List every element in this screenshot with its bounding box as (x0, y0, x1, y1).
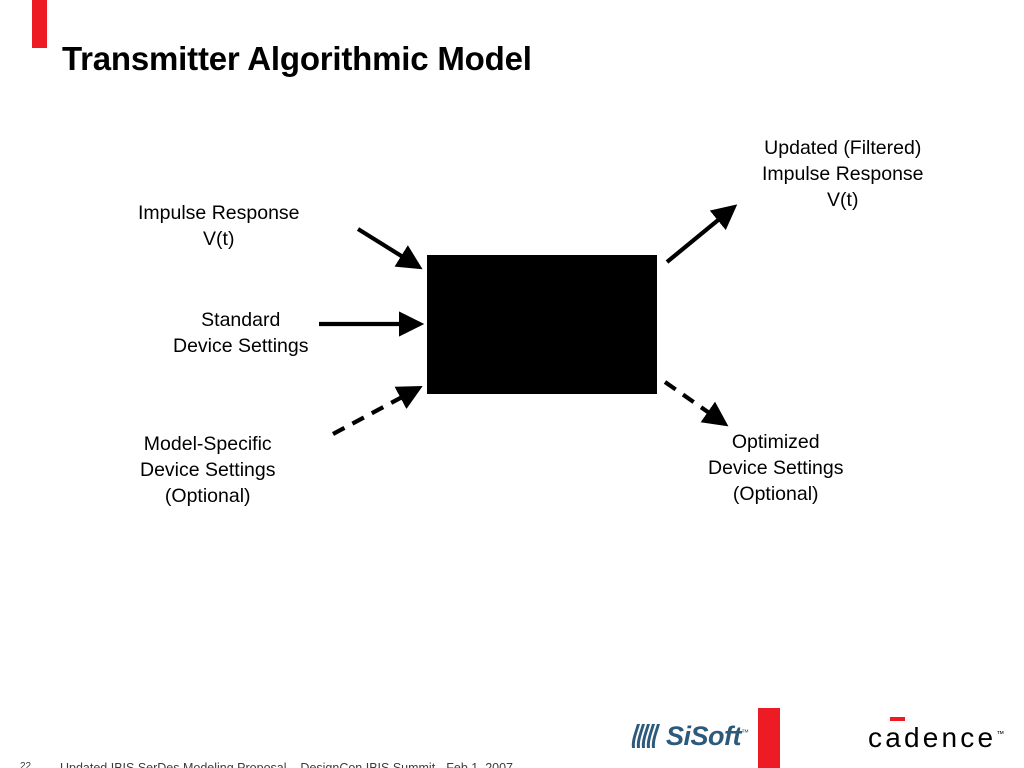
cadence-wordmark-text: cadence (868, 722, 997, 753)
sisoft-trademark-icon: ™ (741, 727, 749, 737)
footer-page-number: 22 (20, 761, 32, 768)
sisoft-wordmark: SiSoft™ (666, 721, 749, 752)
arrow-updated-impulse-response-out (665, 204, 738, 264)
label-line: Device Settings (173, 334, 309, 357)
label-line: Impulse Response (762, 162, 924, 185)
label-line: Device Settings (708, 456, 844, 479)
arrow-optimized-settings-out (663, 380, 729, 427)
label-line: (Optional) (164, 484, 251, 507)
label-line: V(t) (203, 227, 235, 250)
label-line: Impulse Response (138, 202, 300, 224)
sisoft-wave-mark-icon (631, 724, 660, 748)
arrow-impulse-response-in (356, 227, 423, 270)
arrow-model-specific-settings-in (332, 386, 423, 436)
title-accent-bar (32, 0, 47, 48)
cadence-wordmark: cadence™ (868, 717, 1005, 753)
page-title: Transmitter Algorithmic Model (62, 40, 532, 77)
label-model-specific-device-settings: Model-Specific Device Settings (Optional… (140, 432, 275, 510)
footer-text: Updated IBIS SerDes Modeling Proposal – … (60, 761, 514, 768)
label-line: Updated (Filtered) (764, 137, 922, 159)
label-line: Model-Specific (143, 433, 272, 455)
label-updated-impulse-response-output: Updated (Filtered) Impulse Response V(t) (762, 136, 924, 214)
label-line: Standard (201, 309, 281, 331)
sisoft-wordmark-text: SiSoft (666, 720, 742, 751)
label-line: Device Settings (140, 458, 276, 481)
label-optimized-device-settings-output: Optimized Device Settings (Optional) (708, 430, 843, 508)
label-line: Optimized (731, 431, 820, 453)
footer-divider-bar (758, 708, 780, 768)
label-impulse-response-input: Impulse Response V(t) (138, 201, 300, 253)
label-line: (Optional) (732, 482, 819, 505)
cadence-trademark-icon: ™ (996, 729, 1005, 739)
algorithmic-model-block (427, 255, 657, 394)
label-standard-device-settings: Standard Device Settings (173, 308, 308, 360)
cadence-logo: cadence™ (868, 717, 1005, 754)
cadence-macron-accent-icon (890, 717, 905, 721)
label-line: V(t) (827, 188, 859, 211)
sisoft-logo: SiSoft™ (630, 716, 749, 756)
transmitter-model-diagram: Impulse Response V(t) Standard Device Se… (138, 136, 924, 510)
